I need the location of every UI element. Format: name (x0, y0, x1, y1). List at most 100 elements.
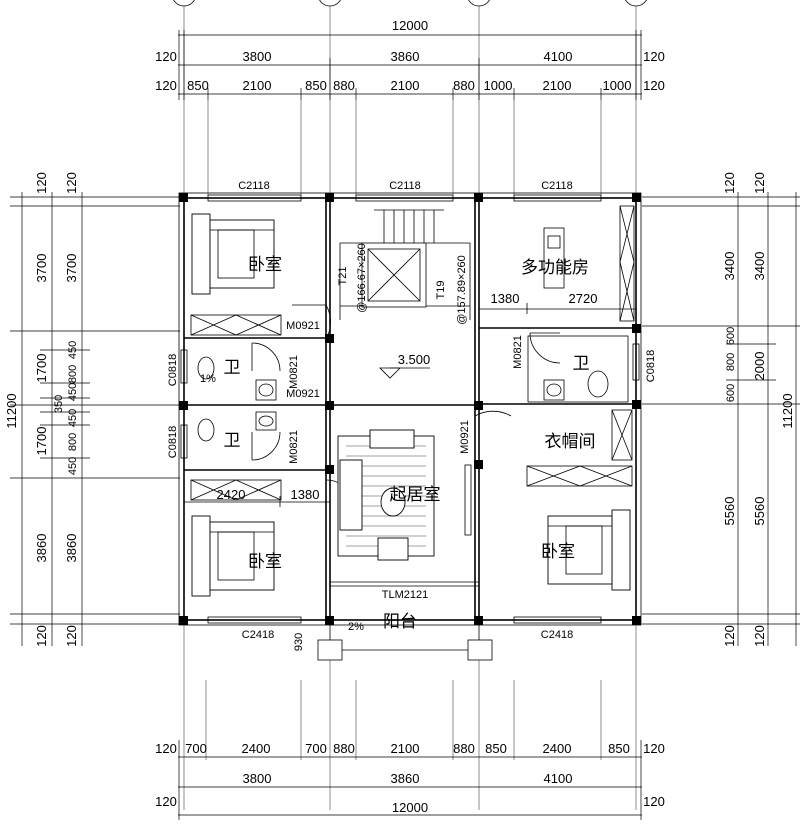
dim-left-inner: 450 (67, 457, 79, 475)
bed-nw (191, 213, 275, 295)
inner-dim: 1380 (291, 487, 320, 502)
dim-top-detail: 2100 (391, 78, 420, 93)
dim-bottom-detail: 2100 (391, 741, 420, 756)
dim-bottom-span: 3860 (391, 771, 420, 786)
beds (191, 213, 631, 597)
stairwell (339, 209, 471, 320)
dim-left-inner: 450 (67, 341, 79, 359)
room-label-multi: 多功能房 (521, 258, 589, 277)
dim-bottom-detail: 2400 (543, 741, 572, 756)
bed-sw (191, 515, 275, 597)
dim-right-total: 11200 (780, 393, 795, 428)
dim-bottom-total: 12000 (392, 800, 428, 815)
slope-label: 2% (348, 621, 364, 633)
dim-bottom-detail: 850 (485, 741, 507, 756)
dim-bottom-edge-left: 120 (155, 794, 177, 809)
dim-left-total: 11200 (4, 393, 19, 428)
window-label: C0818 (167, 426, 179, 458)
dim-bottom-edge-right: 120 (643, 794, 665, 809)
room-label-bath-w1: 卫 (224, 358, 241, 377)
bed-se (547, 509, 631, 591)
elevation-mark (379, 367, 430, 379)
stair-label: @157.89×260 (456, 255, 468, 325)
dim-top-span: 3800 (243, 49, 272, 64)
dim-top-edge-left: 120 (155, 49, 177, 64)
slope-label: 1% (200, 373, 216, 385)
left-dimensions: 120 120 3700 1700 1700 3860 11200 3700 4… (4, 172, 180, 647)
dim-right-inner: 3400 (722, 252, 737, 281)
dim-top-edge-left: 120 (155, 78, 177, 93)
dim-left-edge: 120 (64, 625, 79, 647)
dim-right-edge: 120 (722, 172, 737, 194)
door-label: M0921 (286, 388, 320, 400)
dim-top-total: 12000 (392, 18, 428, 33)
elevation-label: 3.500 (398, 352, 431, 367)
dim-left-inner: 450 (67, 383, 79, 401)
balcony-depth: 930 (293, 633, 305, 651)
dim-bottom-detail: 700 (185, 741, 207, 756)
dim-top-detail: 1000 (603, 78, 632, 93)
room-label-bath-ne: 卫 (573, 354, 590, 373)
dim-bottom-edge-right: 120 (643, 741, 665, 756)
dim-left-outer: 3700 (34, 254, 49, 283)
dim-left-edge: 120 (34, 625, 49, 647)
dim-left-inner: 800 (67, 365, 79, 383)
door-label: M0821 (288, 355, 300, 389)
dim-right-inner: 5560 (722, 497, 737, 526)
inner-dim: 1380 (491, 291, 520, 306)
wardrobes (190, 205, 635, 501)
stair-label: T19 (435, 281, 447, 300)
window-label: C2118 (541, 180, 573, 192)
window-label: C2118 (238, 180, 270, 192)
dim-top-detail: 2100 (243, 78, 272, 93)
stair-label: T21 (337, 267, 349, 286)
dim-left-inner: 450 (67, 409, 79, 427)
window-label: C2118 (389, 180, 421, 192)
dim-right-inner: 600 (725, 384, 737, 402)
bath-fixtures (197, 335, 629, 442)
stair-label: @166.67×260 (356, 243, 368, 313)
dim-right-edge: 120 (752, 172, 767, 194)
dim-bottom-span: 4100 (544, 771, 573, 786)
right-dimensions: 120 120 3400 3400 600 800 600 2000 11200… (642, 172, 800, 647)
dim-right-outer: 5560 (752, 497, 767, 526)
bottom-guides (183, 625, 637, 810)
slider-door-label: TLM2121 (382, 589, 428, 601)
room-label-closet: 衣帽间 (545, 432, 596, 451)
dim-right-edge: 120 (722, 625, 737, 647)
dim-left-inner: 350 (53, 395, 65, 413)
top-dimensions: 12000 120 120 3800 3860 4100 120 120 850… (155, 18, 665, 100)
dim-bottom-edge-left: 120 (155, 741, 177, 756)
dim-top-detail: 850 (187, 78, 209, 93)
door-label: M0821 (512, 335, 524, 369)
dim-right-inner: 800 (725, 353, 737, 371)
bottom-dimensions: 120 120 700 2400 700 880 2100 880 850 24… (155, 740, 665, 820)
living-furniture (337, 429, 472, 561)
balcony (317, 581, 493, 661)
dim-left-outer: 3860 (34, 534, 49, 563)
room-label-living: 起居室 (390, 485, 441, 504)
room-label-balcony: 阳台 (383, 612, 417, 631)
dim-top-edge-right: 120 (643, 49, 665, 64)
dim-top-span: 4100 (544, 49, 573, 64)
dim-bottom-detail: 880 (333, 741, 355, 756)
door-label: M0821 (288, 430, 300, 464)
dim-left-inner: 3860 (64, 534, 79, 563)
dim-left-outer: 1700 (34, 354, 49, 383)
dim-left-inner: 3700 (64, 254, 79, 283)
inner-dim: 2720 (569, 291, 598, 306)
dim-left-edge: 120 (34, 172, 49, 194)
dim-top-span: 3860 (391, 49, 420, 64)
door-label: M0921 (286, 320, 320, 332)
columns (179, 193, 641, 625)
window-label: C2418 (541, 629, 573, 641)
door-label: M0921 (459, 420, 471, 454)
dim-left-inner: 800 (67, 433, 79, 451)
inner-dim: 2420 (217, 487, 246, 502)
window-label: C2418 (242, 629, 274, 641)
dim-bottom-span: 3800 (243, 771, 272, 786)
dim-left-outer: 1700 (34, 427, 49, 456)
window-label: C0818 (167, 354, 179, 386)
dim-right-inner: 600 (725, 327, 737, 345)
